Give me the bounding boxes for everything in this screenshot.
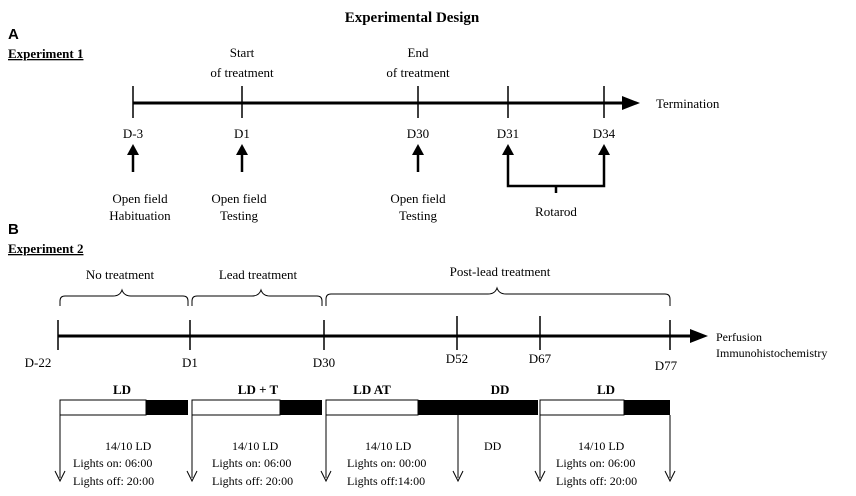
phase-braces — [59, 286, 671, 306]
photoperiod-label: 14/10 LD — [232, 439, 279, 453]
brace-no-treatment — [59, 288, 189, 306]
start-treatment-line2: of treatment — [210, 65, 274, 80]
photoperiod-label: 14/10 LD — [578, 439, 625, 453]
dark-segment — [280, 400, 322, 415]
testing-label: Testing — [220, 208, 259, 223]
bar-label-dd: DD — [491, 382, 510, 397]
photoperiod-label: 14/10 LD — [365, 439, 412, 453]
rotarod-label: Rotarod — [535, 204, 577, 219]
lights-off-label: Lights off: 20:00 — [556, 474, 637, 488]
day-label-b: D30 — [313, 355, 335, 370]
day-label-b: D1 — [182, 355, 198, 370]
diagram-title: Experimental Design — [345, 10, 480, 26]
brace-post-lead — [325, 286, 671, 306]
lights-off-label: Lights off: 20:00 — [73, 474, 154, 488]
open-field-label: Open field — [112, 191, 168, 206]
down-arrow-heads-b — [54, 470, 676, 483]
perfusion-label: Perfusion — [716, 330, 762, 344]
day-label-b: D77 — [655, 358, 678, 373]
bar-label-ld-t: LD + T — [238, 382, 279, 397]
bar-label-ld-at: LD AT — [353, 382, 391, 397]
phase-no-treatment: No treatment — [86, 267, 155, 282]
day-label-b: D67 — [529, 351, 552, 366]
day-label-a: D-3 — [123, 126, 143, 141]
bar-label-ld: LD — [113, 382, 131, 397]
experiment-2-heading: Experiment 2 — [8, 241, 83, 256]
dark-segment — [418, 400, 458, 415]
light-segment — [191, 399, 281, 416]
rotarod-bracket — [506, 180, 606, 188]
day-label-b: D-22 — [25, 355, 52, 370]
dark-segment — [146, 400, 188, 415]
lights-on-label: Lights on: 00:00 — [347, 456, 426, 470]
timeline-a-arrowhead — [622, 96, 640, 110]
lights-off-label: Lights off: 20:00 — [212, 474, 293, 488]
habituation-label: Habituation — [109, 208, 171, 223]
immunohistochemistry-label: Immunohistochemistry — [716, 346, 827, 360]
dark-segment — [624, 400, 670, 415]
termination-label: Termination — [656, 96, 720, 111]
end-treatment-line2: of treatment — [386, 65, 450, 80]
down-arrows-b — [59, 400, 671, 478]
timeline-b-ticks — [57, 316, 671, 350]
phase-lead-treatment: Lead treatment — [219, 267, 298, 282]
day-label-a: D34 — [593, 126, 616, 141]
day-label-b: D52 — [446, 351, 468, 366]
lights-on-label: Lights on: 06:00 — [73, 456, 152, 470]
phase-post-lead-treatment: Post-lead treatment — [450, 264, 551, 279]
open-field-label: Open field — [390, 191, 446, 206]
up-arrows-a — [131, 153, 606, 180]
brace-lead-treatment — [191, 288, 323, 306]
light-segment — [59, 399, 147, 416]
lights-on-label: Lights on: 06:00 — [212, 456, 291, 470]
panel-b-letter: B — [8, 221, 19, 238]
lights-off-label: Lights off:14:00 — [347, 474, 425, 488]
start-treatment-line1: Start — [230, 45, 255, 60]
experiment-1-heading: Experiment 1 — [8, 46, 83, 61]
bar-label-ld-post: LD — [597, 382, 615, 397]
day-label-a: D1 — [234, 126, 250, 141]
timeline-b-arrowhead — [690, 329, 708, 343]
lights-on-label: Lights on: 06:00 — [556, 456, 635, 470]
up-arrow-heads-a — [127, 144, 610, 155]
photoperiod-label: 14/10 LD — [105, 439, 152, 453]
timeline-a-ticks — [132, 86, 605, 118]
day-label-a: D31 — [497, 126, 519, 141]
testing-label: Testing — [399, 208, 438, 223]
dark-segment — [458, 400, 538, 415]
panel-a-letter: A — [8, 26, 19, 43]
end-treatment-line1: End — [408, 45, 429, 60]
light-segment — [539, 399, 625, 416]
light-dark-bars — [59, 399, 670, 416]
light-segment — [325, 399, 419, 416]
open-field-label: Open field — [211, 191, 267, 206]
dd-label: DD — [484, 439, 502, 453]
day-label-a: D30 — [407, 126, 429, 141]
